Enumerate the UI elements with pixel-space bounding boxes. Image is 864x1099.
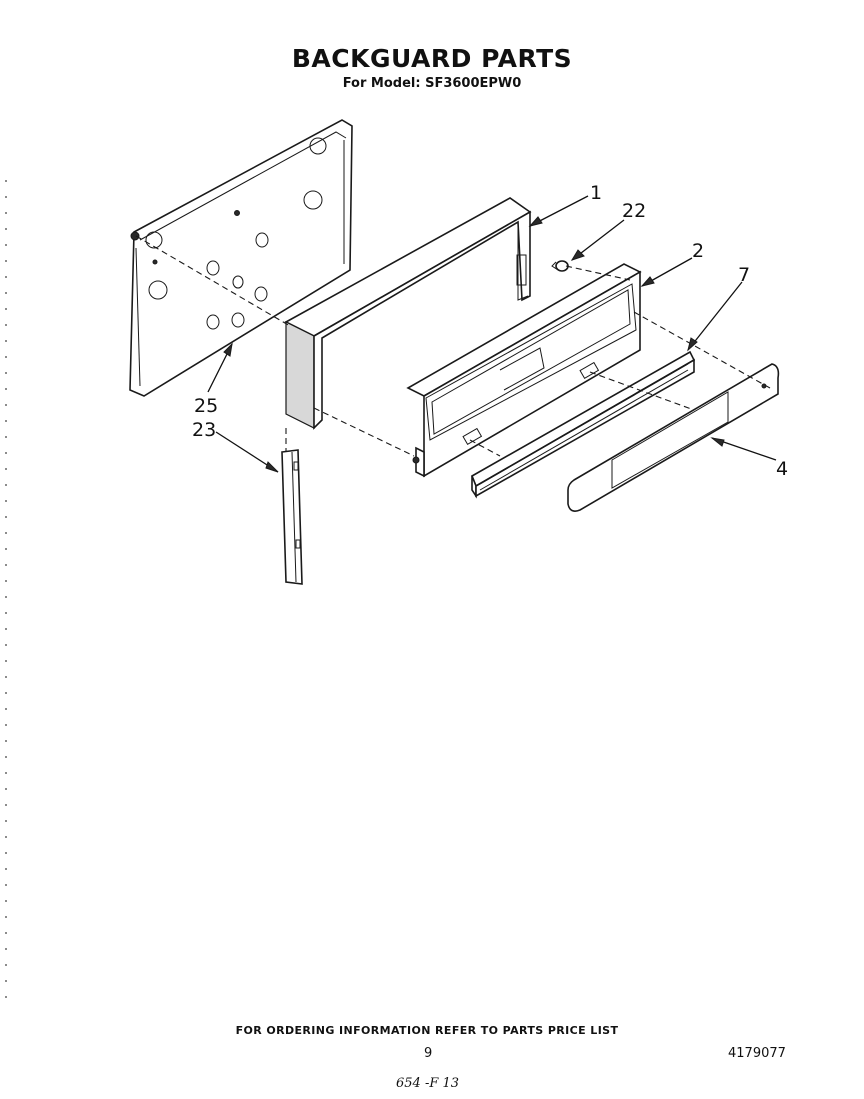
part-25-rear-panel	[129, 119, 353, 397]
part-4-nameplate	[567, 363, 780, 512]
part-23-bracket	[281, 449, 303, 585]
callout-4: 4	[776, 458, 788, 480]
handwritten-code: 654 -F 13	[396, 1076, 460, 1091]
callout-1: 1	[590, 182, 602, 204]
page-title: BACKGUARD PARTS	[291, 44, 573, 73]
callout-leaders	[207, 195, 777, 473]
callout-2: 2	[692, 240, 704, 262]
part-1-backguard-shell	[284, 197, 532, 430]
document-number: 4179077	[728, 1046, 786, 1061]
model-subtitle: For Model: SF3600EPW0	[342, 76, 522, 91]
callout-23: 23	[192, 419, 216, 441]
part-2-control-panel	[406, 263, 642, 478]
callout-25: 25	[194, 395, 218, 417]
page-number: 9	[424, 1046, 433, 1061]
callout-22: 22	[622, 200, 646, 222]
part-7-trim-strip	[470, 350, 696, 499]
part-22-clip	[551, 260, 569, 272]
assembly-lines	[135, 235, 771, 457]
callout-7: 7	[738, 264, 750, 286]
ordering-note: FOR ORDERING INFORMATION REFER TO PARTS …	[235, 1024, 619, 1037]
